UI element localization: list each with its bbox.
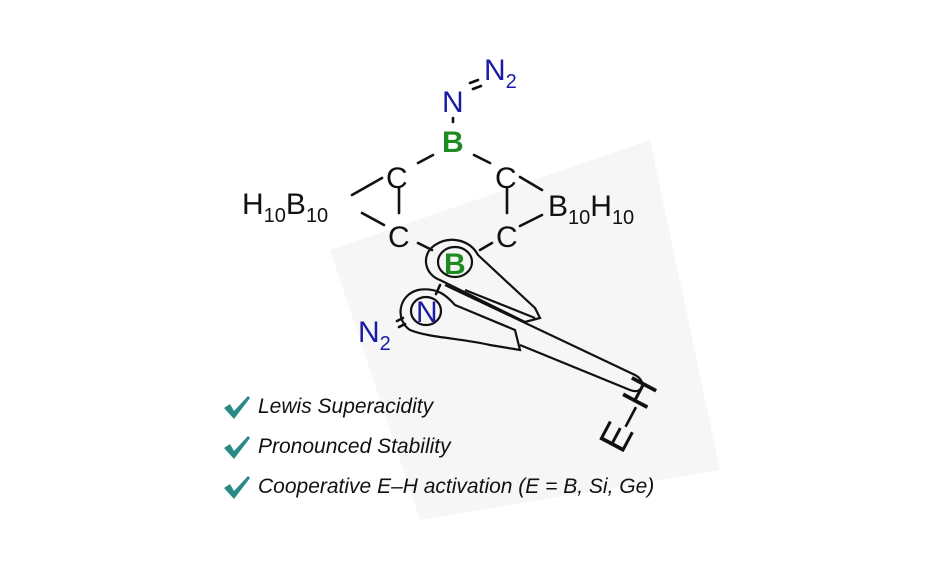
bottom-boron: B	[444, 248, 466, 281]
bullet-item: Cooperative E–H activation (E = B, Si, G…	[222, 474, 654, 500]
bottom-dinitrogen: N2	[358, 316, 391, 355]
top-dinitrogen: N2	[484, 54, 517, 93]
checkmark-icon	[224, 476, 250, 499]
right-carborane-cluster: B10H10	[548, 190, 634, 229]
top-nitrogen: N	[442, 86, 464, 119]
bullet-text: Pronounced Stability	[258, 435, 451, 458]
left-carborane-cluster: H10B10	[242, 188, 328, 227]
carbon-top-right: C	[495, 162, 517, 195]
bullet-item: Pronounced Stability	[222, 434, 451, 460]
carbon-top-left: C	[386, 162, 408, 195]
checkmark-icon	[224, 436, 250, 459]
bullet-text: Cooperative E–H activation (E = B, Si, G…	[258, 475, 655, 498]
scissors-icon	[399, 238, 644, 393]
background-panel	[330, 140, 720, 520]
checkmark-icon	[224, 396, 250, 419]
bullet-item: Lewis Superacidity	[222, 394, 433, 420]
bullet-text: Lewis Superacidity	[258, 395, 434, 418]
bottom-nitrogen: N	[416, 296, 438, 329]
carbon-bottom-right: C	[496, 221, 518, 254]
top-boron: B	[442, 126, 464, 159]
carbon-bottom-left: C	[388, 221, 410, 254]
